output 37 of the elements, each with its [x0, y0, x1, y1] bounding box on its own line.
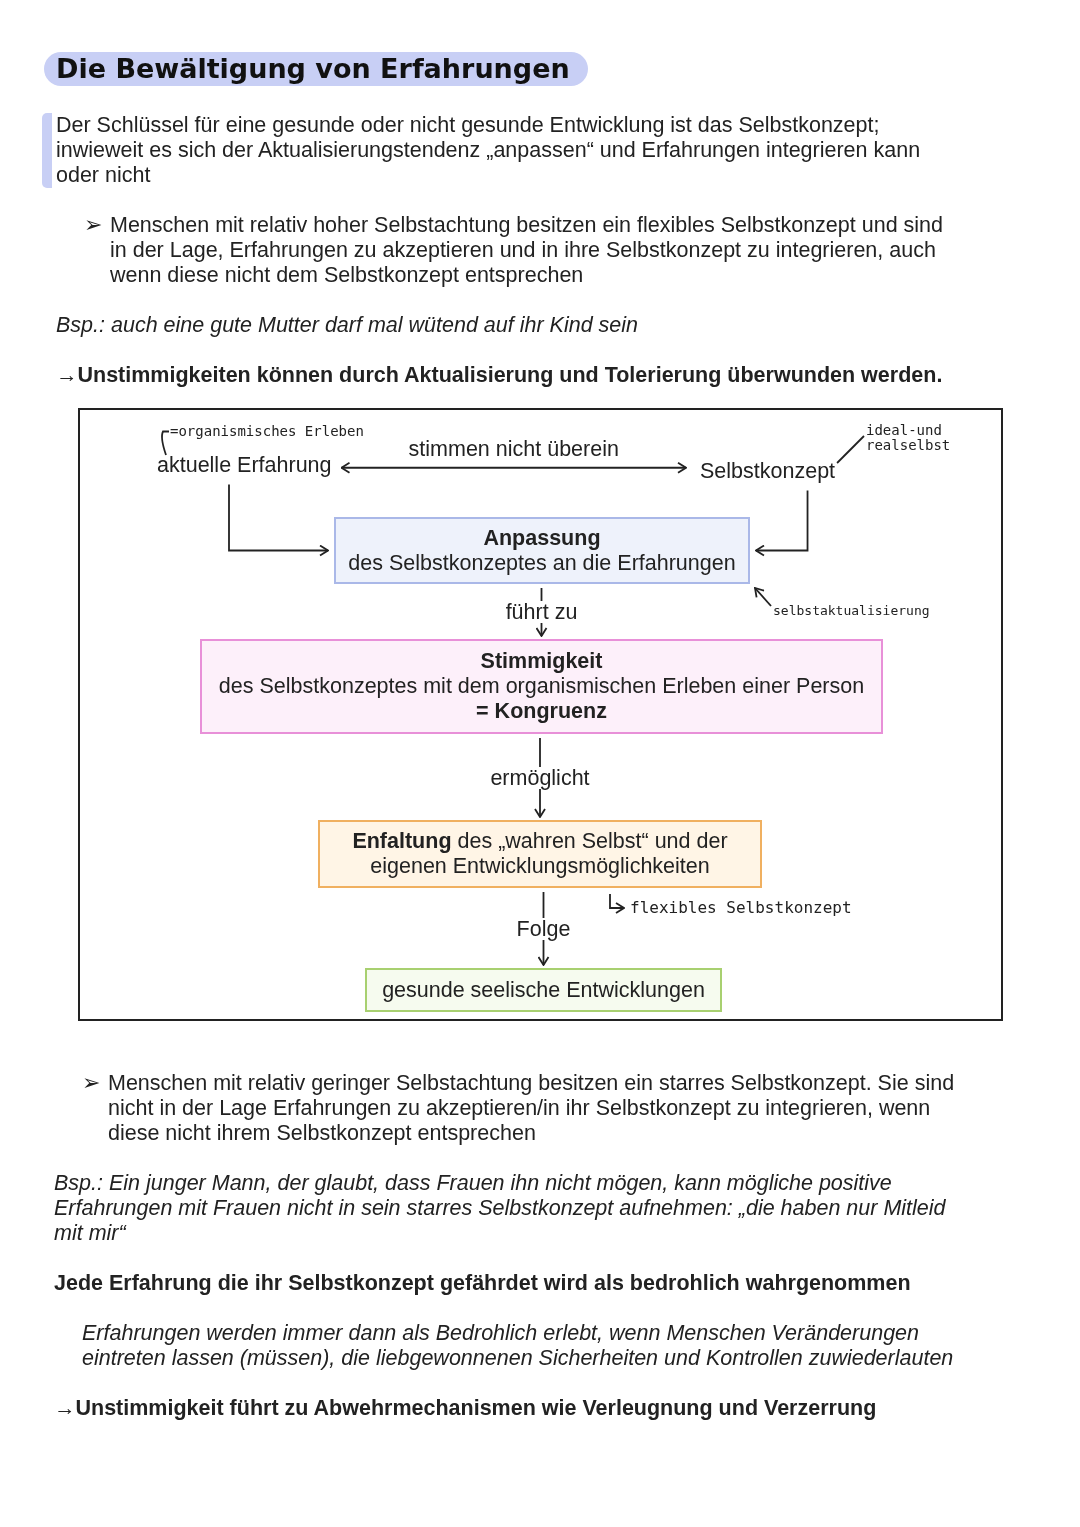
conclusion-text: →Unstimmigkeiten können durch Aktualisierung und Tolerierung überwunden werden. — [56, 363, 944, 388]
box-text: gesunde seelische Entwicklungen — [381, 977, 706, 1003]
example-text: Bsp.: auch eine gute Mutter darf mal wütend auf ihr Kind sein — [56, 313, 640, 338]
box-text: des Selbstkonzeptes mit dem organismischen Erleben einer Person — [217, 674, 866, 699]
bullet-marker: ➢ — [82, 1071, 101, 1096]
bullet-text: Menschen mit relativ geringer Selbstachtung besitzen ein starres Selbstkonzept. Sie sind nicht in der Lage Erfahrungen zu akzeptieren/in ihr Selbstkonzept zu integrieren, wenn diese nicht ihrem Selbstkonzept entsprechen — [108, 1071, 956, 1146]
arrow — [609, 893, 625, 914]
edge-label: ermöglicht — [488, 766, 592, 789]
annotation-text: =organismisches Erleben — [170, 424, 364, 439]
node-text: aktuelle Erfahrung — [157, 453, 332, 479]
box-heading: Stimmigkeit — [479, 649, 604, 674]
bullet-marker: ➢ — [84, 213, 103, 238]
annotation-text: flexibles Selbstkonzept — [630, 898, 852, 918]
box-heading: = Kongruenz — [475, 699, 608, 724]
process-box — [334, 517, 750, 584]
process-box — [200, 639, 883, 734]
annotation-text: ideal-und realselbst — [866, 423, 961, 453]
conclusion-text: →Unstimmigkeit führt zu Abwehrmechanismen wie Verleugnung und Verzerrung — [54, 1396, 878, 1421]
process-box — [365, 968, 722, 1012]
node-text: Selbstkonzept — [700, 459, 836, 485]
paragraph: Der Schlüssel für eine gesunde oder nicht gesunde Entwicklung ist das Selbstkonzept; inwieweit es sich der Aktualisierungstendenz „anpassen“ und Erfahrungen integrieren kann oder nicht — [42, 113, 951, 188]
example-text: Bsp.: Ein junger Mann, der glaubt, dass Frauen ihn nicht mögen, kann mögliche positive Erfahrungen mit Frauen nicht in sein starres Selbstkonzept aufnehmen: „die haben nur Mitleid mit mir“ — [54, 1171, 947, 1246]
process-box — [318, 820, 762, 888]
bullet-text: Menschen mit relativ hoher Selbstachtung besitzen ein flexibles Selbstkonzept und sind in der Lage, Erfahrungen zu akzeptieren und in ihre Selbstkonzept zu integrieren, auch wenn diese nicht dem Selbstkonzept entsprechen — [110, 213, 944, 288]
annotation-text: selbstaktualisierung — [773, 602, 930, 619]
double-arrow — [340, 461, 687, 474]
box-text: des Selbstkonzeptes an die Erfahrungen — [347, 550, 737, 576]
arrow — [755, 489, 809, 557]
statement-text: Jede Erfahrung die ihr Selbstkonzept gefährdet wird als bedrohlich wahrgenommen — [54, 1271, 912, 1296]
leader-line — [161, 430, 170, 456]
leader-line — [836, 435, 865, 464]
box-heading: Anpassung — [482, 525, 602, 551]
title-heading: Die Bewältigung von Erfahrungen — [44, 52, 588, 86]
arrow — [754, 587, 772, 607]
box-text: Enfaltung des „wahren Selbst“ und der eigenen Entwicklungsmöglichkeiten — [351, 829, 729, 879]
explanation-text: Erfahrungen werden immer dann als Bedrohlich erlebt, wenn Menschen Veränderungen eintreten lassen (müssen), die liebgewonnenen Sicherheiten und Kontrollen zuwiederlauten — [82, 1321, 955, 1371]
arrow — [228, 483, 329, 557]
